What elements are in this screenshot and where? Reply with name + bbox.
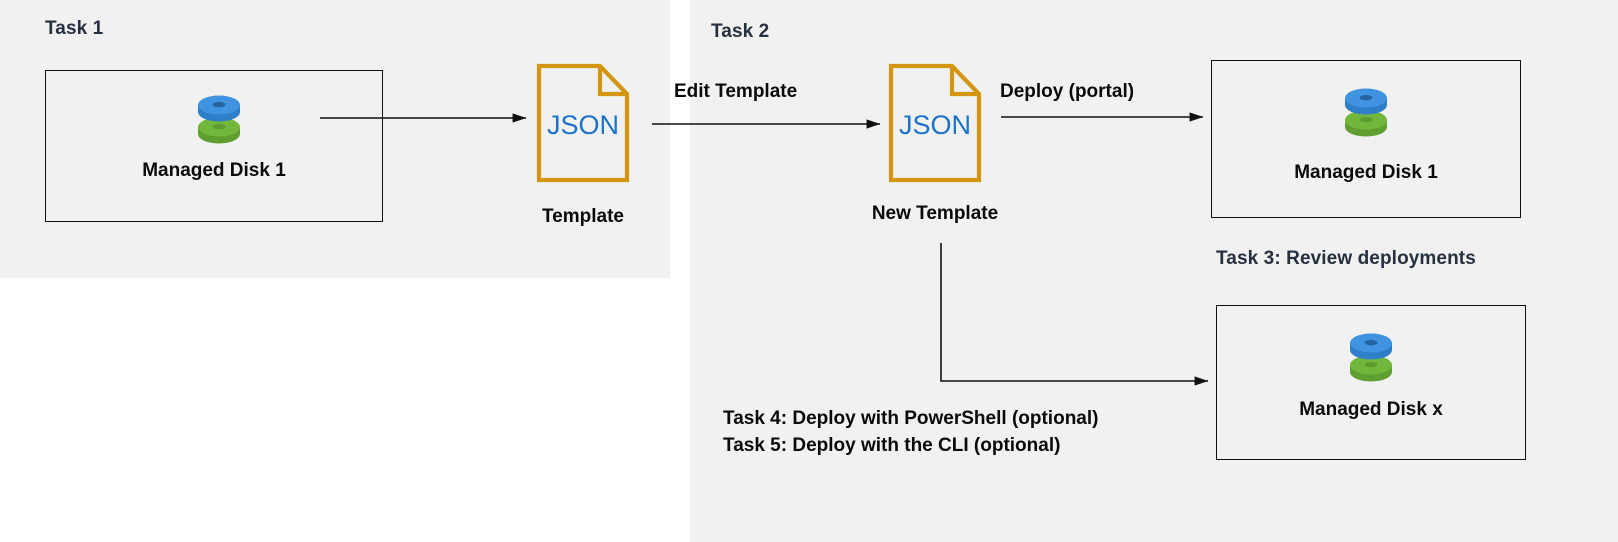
managed-disk-x-label: Managed Disk x (1299, 399, 1443, 420)
json-document-icon: JSON (536, 63, 630, 183)
task-3-heading: Task 3: Review deployments (1216, 248, 1476, 269)
task-1-heading: Task 1 (45, 18, 104, 39)
managed-disk-x-box (1216, 305, 1526, 460)
json-document-icon: JSON (888, 63, 982, 183)
managed-disk-1-deployed-box (1211, 60, 1521, 218)
template-caption: Template (541, 206, 624, 227)
managed-disk-icon (191, 92, 247, 148)
new-template-caption: New Template (871, 203, 999, 224)
panel-task-1 (0, 0, 670, 278)
task-5-note: Task 5: Deploy with the CLI (optional) (723, 435, 1061, 456)
json-glyph: JSON (899, 110, 971, 140)
task-2-heading: Task 2 (711, 21, 770, 42)
managed-disk-1-source-box (45, 70, 383, 222)
managed-disk-icon (1343, 330, 1399, 386)
managed-disk-icon (1338, 85, 1394, 141)
managed-disk-1-deployed-label: Managed Disk 1 (1294, 162, 1438, 183)
task-4-note: Task 4: Deploy with PowerShell (optional… (723, 408, 1099, 429)
json-glyph: JSON (547, 110, 619, 140)
optional-tasks-note: Task 4: Deploy with PowerShell (optional… (723, 405, 1193, 459)
edit-template-label: Edit Template (674, 81, 798, 102)
deploy-portal-label: Deploy (portal) (1000, 81, 1135, 102)
managed-disk-1-source-label: Managed Disk 1 (142, 160, 286, 181)
